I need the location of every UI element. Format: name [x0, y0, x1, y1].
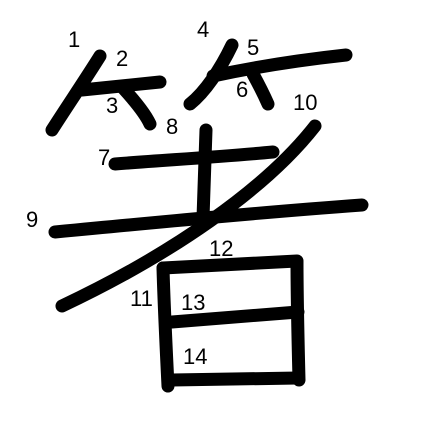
stroke-number-3: 3 — [106, 93, 118, 118]
stroke-numbers: 1 2 3 4 5 6 7 8 9 10 11 12 13 14 — [26, 17, 317, 369]
stroke-7 — [108, 145, 280, 171]
stroke-14 — [165, 371, 305, 387]
strokes — [45, 38, 369, 393]
stroke-8 — [196, 123, 213, 225]
stroke-6 — [246, 67, 275, 111]
stroke-5 — [206, 48, 353, 83]
stroke-number-9: 9 — [26, 207, 38, 232]
stroke-number-2: 2 — [116, 46, 128, 71]
stroke-number-11: 11 — [130, 286, 153, 311]
stroke-10 — [55, 119, 322, 313]
stroke-number-4: 4 — [197, 17, 209, 42]
stroke-number-5: 5 — [247, 35, 259, 60]
stroke-number-14: 14 — [183, 344, 207, 369]
stroke-3 — [116, 81, 157, 131]
stroke-number-7: 7 — [98, 145, 110, 170]
stroke-number-12: 12 — [209, 236, 233, 261]
stroke-number-8: 8 — [166, 114, 178, 139]
stroke-number-10: 10 — [293, 90, 317, 115]
stroke-number-1: 1 — [68, 27, 80, 52]
stroke-number-13: 13 — [181, 290, 205, 315]
stroke-13 — [165, 305, 305, 329]
stroke-number-6: 6 — [236, 77, 248, 102]
stroke-11 — [156, 261, 175, 393]
